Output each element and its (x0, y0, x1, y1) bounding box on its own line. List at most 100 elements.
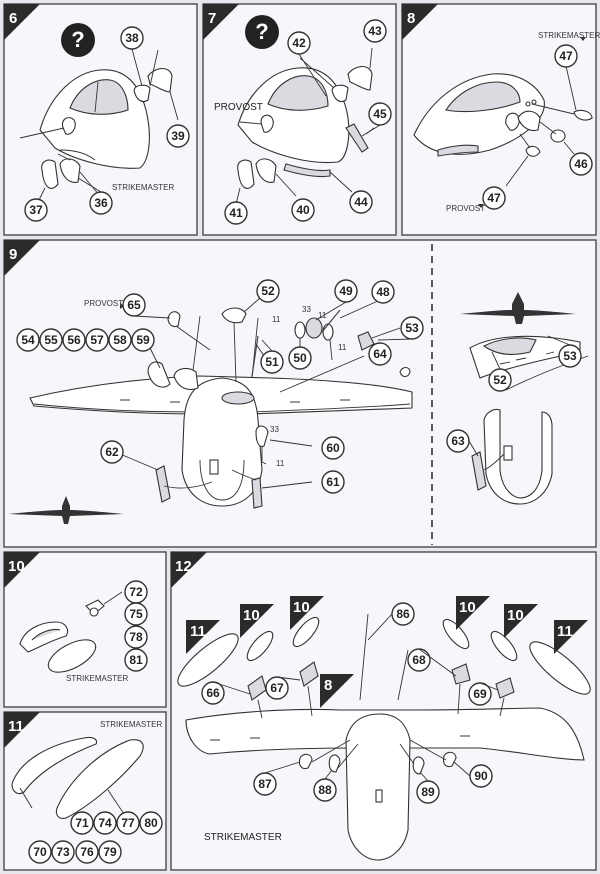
svg-text:86: 86 (396, 607, 410, 621)
svg-text:38: 38 (125, 31, 139, 45)
part-callout: 48 (371, 280, 395, 304)
part-callout: 37 (24, 198, 48, 222)
part-callout: 70 (28, 840, 52, 864)
svg-text:47: 47 (487, 191, 501, 205)
part-44-drawing (283, 163, 353, 193)
svg-text:56: 56 (67, 333, 81, 347)
part-callout: 38 (120, 26, 144, 50)
part-callout: 68 (407, 648, 431, 672)
svg-text:89: 89 (421, 785, 435, 799)
aircraft-variant-label: PROVOST (84, 299, 123, 308)
part-callout: 66 (201, 681, 225, 705)
part-callout: 57 (85, 328, 109, 352)
part-callout: 36 (89, 191, 113, 215)
part-callout: 78 (124, 625, 148, 649)
svg-text:90: 90 (474, 769, 488, 783)
svg-text:10: 10 (293, 599, 310, 616)
part-60-drawing (255, 425, 313, 465)
aircraft-variant-label: STRIKEMASTER (100, 720, 162, 729)
aircraft-variant-label: PROVOST (214, 102, 263, 113)
svg-text:60: 60 (326, 441, 340, 455)
part-callout: 64 (368, 342, 392, 366)
size-label: 33 (302, 305, 311, 314)
part-callout: 72 (124, 580, 148, 604)
part-callout: 60 (321, 436, 345, 460)
part-callout: 80 (139, 811, 163, 835)
drop-tank-drawing (177, 633, 591, 695)
svg-text:80: 80 (144, 816, 158, 830)
size-label: 33 (270, 425, 279, 434)
step-number: 7 (208, 10, 216, 27)
fuselage-drawing (181, 315, 263, 507)
svg-text:53: 53 (405, 321, 419, 335)
svg-text:42: 42 (292, 36, 306, 50)
size-label: 11 (276, 459, 285, 468)
svg-text:73: 73 (56, 845, 70, 859)
svg-text:48: 48 (376, 285, 390, 299)
svg-text:81: 81 (129, 653, 143, 667)
part-callout: 75 (124, 602, 148, 626)
part-callout: 59 (131, 328, 155, 352)
svg-text:66: 66 (206, 686, 220, 700)
part-callout: 40 (291, 198, 315, 222)
part-callout: 50 (288, 346, 312, 370)
part-callout: 56 (62, 328, 86, 352)
svg-text:11: 11 (190, 623, 206, 640)
gear-drawing (298, 739, 457, 775)
svg-text:65: 65 (127, 298, 141, 312)
svg-text:70: 70 (33, 845, 47, 859)
part-72-drawing (85, 591, 123, 617)
svg-text:63: 63 (451, 434, 465, 448)
part-48-drawing (321, 299, 381, 333)
svg-text:52: 52 (261, 284, 275, 298)
part-callout: 52 (488, 368, 512, 392)
svg-text:62: 62 (105, 445, 119, 459)
part-callout: 58 (108, 328, 132, 352)
svg-text:47: 47 (559, 49, 573, 63)
part-callout: 47 (482, 186, 506, 210)
part-callout: 47 (554, 44, 578, 68)
part-callout: 86 (391, 602, 415, 626)
part-callout: 79 (98, 840, 122, 864)
canopy-frame-drawing (19, 621, 69, 653)
svg-text:68: 68 (412, 653, 426, 667)
part-38-39-drawing (133, 49, 179, 121)
svg-text:75: 75 (129, 607, 143, 621)
aircraft-variant-label: STRIKEMASTER (112, 183, 174, 192)
subref-badge: 8 (320, 674, 354, 708)
part-callout: 46 (569, 152, 593, 176)
plane-silhouette-icon (8, 496, 124, 524)
svg-text:43: 43 (368, 24, 382, 38)
aircraft-variant-label: STRIKEMASTER (204, 832, 282, 843)
svg-text:8: 8 (324, 677, 332, 694)
svg-text:61: 61 (326, 475, 340, 489)
question-icon: ? (61, 23, 95, 57)
part-callout: 42 (287, 31, 311, 55)
part-62-61-drawing (119, 453, 313, 509)
step-number: 12 (175, 558, 192, 575)
part-callout: 39 (166, 124, 190, 148)
svg-text:88: 88 (318, 783, 332, 797)
part-callout: 77 (116, 811, 140, 835)
part-callout: 76 (75, 840, 99, 864)
fuselage-front-inset (471, 408, 553, 505)
part-callout: 53 (558, 344, 582, 368)
part-callout: 62 (100, 440, 124, 464)
subref-badge: 10 (504, 604, 538, 638)
svg-text:69: 69 (473, 687, 487, 701)
svg-text:52: 52 (493, 373, 507, 387)
svg-text:10: 10 (459, 599, 476, 616)
part-callout: 61 (321, 470, 345, 494)
svg-text:37: 37 (29, 203, 43, 217)
fuselage-drawing (345, 613, 411, 861)
part-callout: 88 (313, 778, 337, 802)
svg-text:64: 64 (373, 347, 387, 361)
plane-silhouette-icon (460, 292, 576, 324)
part-callout: 65 (122, 293, 146, 317)
part-callout: 54 (16, 328, 40, 352)
part-46-drawing (539, 121, 575, 155)
svg-text:67: 67 (270, 681, 284, 695)
svg-text:79: 79 (103, 845, 117, 859)
question-icon: ? (245, 15, 279, 49)
